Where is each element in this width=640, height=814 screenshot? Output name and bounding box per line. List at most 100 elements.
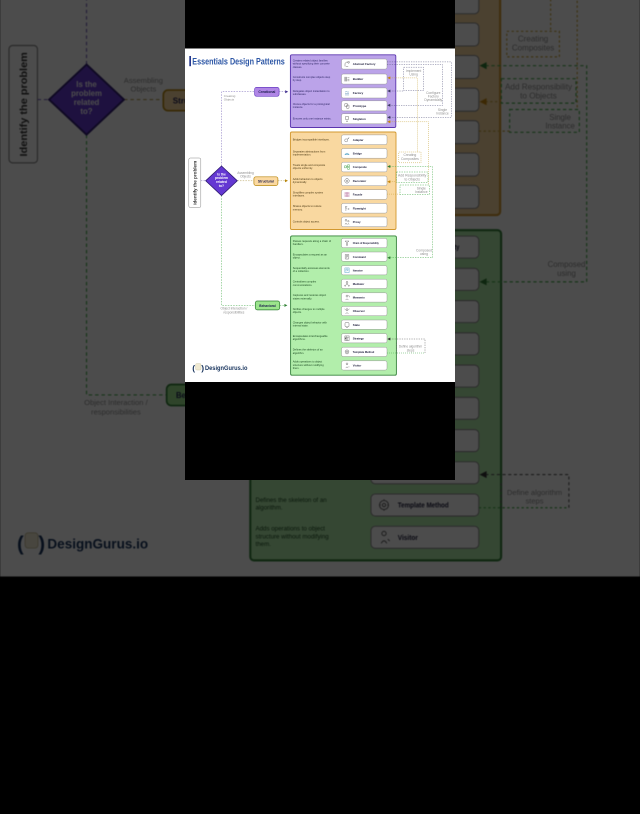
svg-text:Captures and restores object: Captures and restores object (293, 293, 327, 297)
svg-text:Creating: Creating (403, 153, 416, 157)
svg-text:to Objects: to Objects (520, 91, 557, 100)
svg-text:Adds operations to object: Adds operations to object (293, 360, 323, 364)
svg-text:State: State (353, 323, 360, 327)
svg-text:Define algorithm: Define algorithm (507, 488, 562, 497)
svg-text:Single: Single (438, 108, 447, 112)
svg-text:them.: them. (293, 366, 300, 370)
svg-text:algorithm.: algorithm. (256, 505, 283, 512)
svg-text:Mediator: Mediator (353, 282, 365, 286)
svg-text:objects uniformly.: objects uniformly. (293, 166, 313, 170)
svg-text:Instance: Instance (545, 122, 575, 131)
svg-text:Factory: Factory (428, 95, 439, 99)
svg-text:Dynamically: Dynamically (424, 98, 442, 102)
svg-text:Is the: Is the (217, 172, 226, 176)
svg-text:responsibilities: responsibilities (223, 311, 244, 315)
svg-text:Assembling: Assembling (237, 171, 254, 175)
svg-text:Simplifies complex system: Simplifies complex system (293, 191, 323, 195)
svg-text:them.: them. (256, 541, 272, 548)
svg-text:Objects: Objects (131, 84, 157, 93)
svg-text:Object Interaction /: Object Interaction / (221, 307, 248, 311)
svg-text:Chain of Responsibility: Chain of Responsibility (353, 241, 379, 245)
svg-text:by step.: by step. (293, 78, 302, 82)
svg-text:Structural: Structural (258, 179, 274, 183)
svg-text:Centralizes complex: Centralizes complex (293, 280, 317, 284)
svg-text:Proxy: Proxy (353, 220, 361, 224)
svg-text:using: using (420, 252, 428, 256)
svg-text:Encapsulates a request as an: Encapsulates a request as an (293, 252, 328, 256)
svg-text:of a collection.: of a collection. (293, 269, 310, 273)
svg-text:Changes object behavior with: Changes object behavior with (293, 320, 328, 324)
svg-text:Using: Using (409, 72, 418, 76)
svg-text:Objects: Objects (224, 98, 235, 102)
svg-text:communications.: communications. (293, 283, 313, 287)
svg-text:Adds behaviors to objects: Adds behaviors to objects (293, 177, 323, 181)
svg-text:Single: Single (549, 113, 571, 122)
svg-text:states externally.: states externally. (293, 296, 313, 300)
svg-text:Essentials Design Patterns: Essentials Design Patterns (192, 57, 284, 67)
svg-text:related: related (74, 98, 100, 107)
svg-text:Composites: Composites (401, 157, 419, 161)
svg-text:): ) (38, 534, 45, 556)
svg-text:to?: to? (219, 184, 224, 188)
svg-text:objects.: objects. (293, 310, 302, 314)
svg-text:Flyweight: Flyweight (353, 206, 366, 210)
svg-text:Constructs complex objects ste: Constructs complex objects step (293, 75, 331, 79)
svg-text:DesignGurus.io: DesignGurus.io (205, 366, 248, 372)
svg-text:): ) (201, 363, 204, 373)
svg-text:Observer: Observer (353, 309, 366, 313)
svg-text:Abstract Factory: Abstract Factory (353, 62, 376, 66)
svg-text:Composed: Composed (416, 249, 432, 253)
svg-text:Passes requests along a chain: Passes requests along a chain of (293, 239, 331, 243)
svg-text:Shares objects to reduce: Shares objects to reduce (293, 204, 322, 208)
svg-text:Adds operations to object: Adds operations to object (256, 526, 326, 533)
svg-text:Prototype: Prototype (353, 104, 367, 108)
svg-text:Bridge: Bridge (353, 151, 362, 155)
svg-text:Implement: Implement (406, 69, 421, 73)
svg-text:structure without modifying: structure without modifying (256, 533, 330, 540)
svg-text:Instance: Instance (436, 112, 449, 116)
svg-text:Composites: Composites (512, 43, 554, 52)
svg-text:Factory: Factory (353, 91, 364, 95)
svg-text:Add Responsibility: Add Responsibility (398, 174, 427, 178)
svg-text:structure without modifying: structure without modifying (293, 363, 324, 367)
svg-text:Command: Command (353, 255, 366, 259)
svg-text:Decorator: Decorator (353, 179, 367, 183)
svg-text:Bridges incompatible interface: Bridges incompatible interfaces. (293, 138, 330, 142)
svg-text:algorithms.: algorithms. (293, 337, 306, 341)
svg-text:without specifying their concr: without specifying their concrete (293, 62, 330, 66)
svg-text:steps: steps (407, 348, 415, 352)
svg-text:Behavioral: Behavioral (259, 304, 276, 308)
svg-text:DesignGurus.io: DesignGurus.io (47, 537, 148, 553)
svg-text:to Objects: to Objects (404, 177, 420, 181)
svg-text:Facade: Facade (353, 193, 363, 197)
svg-text:Builder: Builder (353, 77, 364, 81)
svg-text:Is the: Is the (76, 80, 97, 89)
svg-text:Defines the skeleton of an: Defines the skeleton of an (256, 497, 328, 504)
svg-text:Template Method: Template Method (398, 503, 449, 510)
svg-text:using: using (557, 269, 576, 278)
svg-text:Add Responsibility: Add Responsibility (505, 82, 573, 91)
svg-text:Memento: Memento (353, 296, 365, 300)
svg-text:problem: problem (215, 176, 228, 180)
svg-text:problem: problem (71, 89, 102, 98)
svg-text:Delegates object instantiation: Delegates object instantiation to (293, 89, 330, 93)
svg-text:Creates related object familie: Creates related object families (293, 59, 329, 63)
svg-text:Creational: Creational (258, 90, 275, 94)
svg-text:Notifies changes to multiple: Notifies changes to multiple (293, 307, 325, 311)
svg-text:interfaces.: interfaces. (293, 194, 305, 198)
svg-text:Composite: Composite (353, 165, 367, 169)
svg-text:object.: object. (293, 256, 301, 260)
svg-text:Object Interaction /: Object Interaction / (84, 398, 148, 407)
svg-text:Encapsulates interchangeable: Encapsulates interchangeable (293, 334, 328, 338)
svg-text:Adapter: Adapter (353, 138, 365, 142)
svg-text:Single: Single (417, 186, 426, 190)
svg-text:Sequentially accesses elements: Sequentially accesses elements (293, 266, 331, 270)
svg-text:Separates abstractions from: Separates abstractions from (293, 149, 325, 153)
svg-text:(: ( (17, 534, 24, 556)
svg-text:Objects: Objects (240, 174, 251, 178)
svg-text:to?: to? (80, 107, 92, 116)
svg-text:memory.: memory. (293, 207, 303, 211)
svg-text:Iterator: Iterator (353, 268, 364, 272)
svg-text:Assembling: Assembling (124, 76, 163, 85)
svg-text:Controls object access.: Controls object access. (293, 220, 320, 224)
